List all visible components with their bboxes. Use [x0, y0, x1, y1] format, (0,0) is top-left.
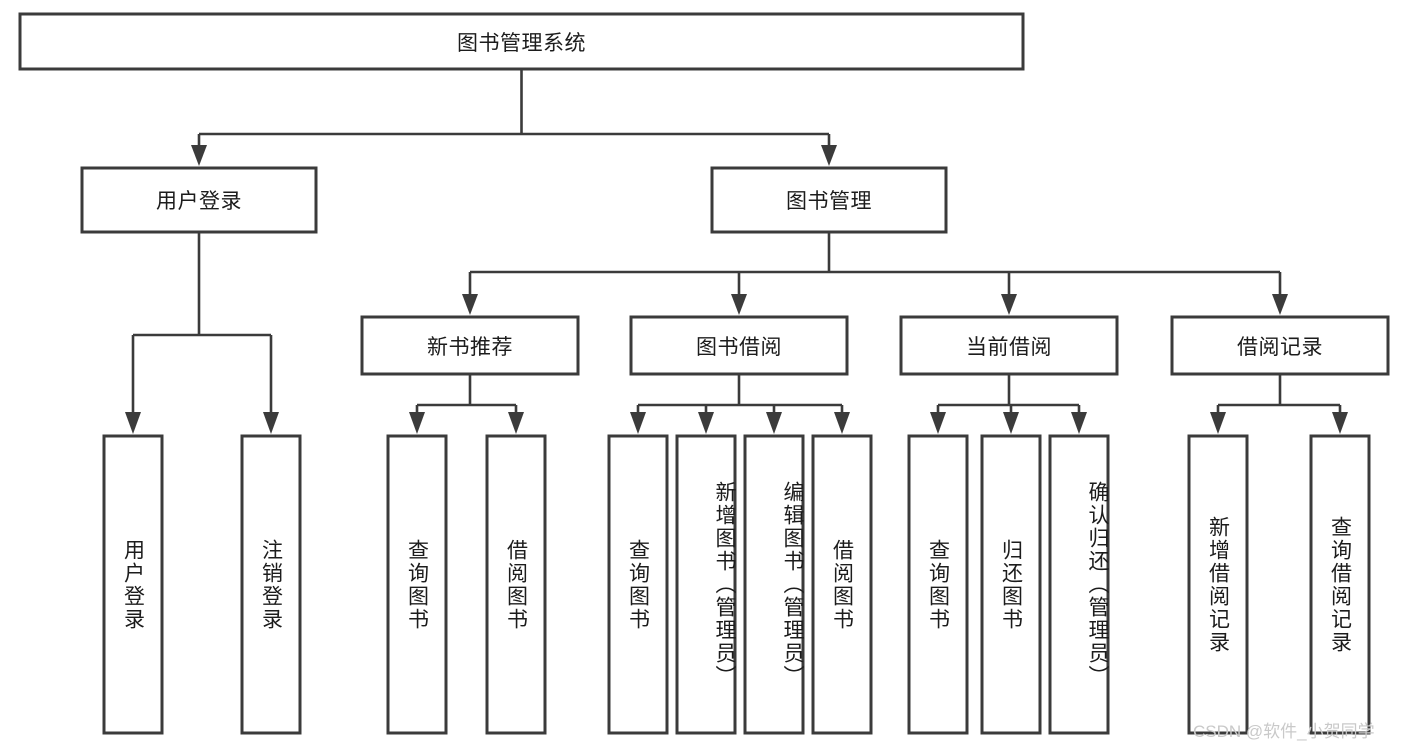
arrow-head-icon	[1003, 412, 1019, 434]
arrow-head-icon	[508, 412, 524, 434]
node-borrow-record-box[interactable]	[1170, 315, 1390, 376]
arrow-head-icon	[1071, 412, 1087, 434]
edge-root-to-level2	[191, 69, 837, 166]
edge-bookmgmt-to-level3	[462, 232, 1288, 315]
node-leaf-add-record-box[interactable]	[1187, 434, 1249, 735]
arrow-head-icon	[125, 412, 141, 434]
node-leaf-query-book-1-box[interactable]	[386, 434, 448, 735]
arrow-head-icon	[766, 412, 782, 434]
arrow-head-icon	[630, 412, 646, 434]
arrow-head-icon	[1272, 294, 1288, 315]
node-root-box[interactable]	[18, 12, 1025, 71]
node-leaf-add-book-box[interactable]	[675, 434, 737, 735]
node-leaf-borrow-book-1-box[interactable]	[485, 434, 547, 735]
arrow-head-icon	[1332, 412, 1348, 434]
arrow-head-icon	[698, 412, 714, 434]
arrow-head-icon	[821, 145, 837, 166]
edge-userlogin-to-leaves	[125, 232, 279, 434]
node-leaf-borrow-book-2-box[interactable]	[811, 434, 873, 735]
node-current-borrow-box[interactable]	[899, 315, 1119, 376]
node-leaf-query-record-box[interactable]	[1309, 434, 1371, 735]
arrow-head-icon	[191, 145, 207, 166]
edge-bookborrow-to-leaves	[630, 374, 850, 434]
edge-newbookrec-to-leaves	[409, 374, 524, 434]
edge-borrowrecord-to-leaves	[1210, 374, 1348, 434]
arrow-head-icon	[930, 412, 946, 434]
edge-currentborrow-to-leaves	[930, 374, 1087, 434]
arrow-head-icon	[834, 412, 850, 434]
arrow-head-icon	[1210, 412, 1226, 434]
node-new-book-rec-box[interactable]	[360, 315, 580, 376]
arrow-head-icon	[462, 294, 478, 315]
arrow-head-icon	[263, 412, 279, 434]
node-leaf-confirm-return-box[interactable]	[1048, 434, 1110, 735]
node-leaf-query-book-3-box[interactable]	[907, 434, 969, 735]
node-leaf-logout-box[interactable]	[240, 434, 302, 735]
arrow-head-icon	[409, 412, 425, 434]
node-leaf-query-book-2-box[interactable]	[607, 434, 669, 735]
node-book-borrow-box[interactable]	[629, 315, 849, 376]
node-user-login-box[interactable]	[80, 166, 318, 234]
node-leaf-return-book-box[interactable]	[980, 434, 1042, 735]
node-book-mgmt-box[interactable]	[710, 166, 948, 234]
node-leaf-edit-book-box[interactable]	[743, 434, 805, 735]
arrow-head-icon	[731, 294, 747, 315]
arrow-head-icon	[1001, 294, 1017, 315]
node-leaf-user-login-box[interactable]	[102, 434, 164, 735]
